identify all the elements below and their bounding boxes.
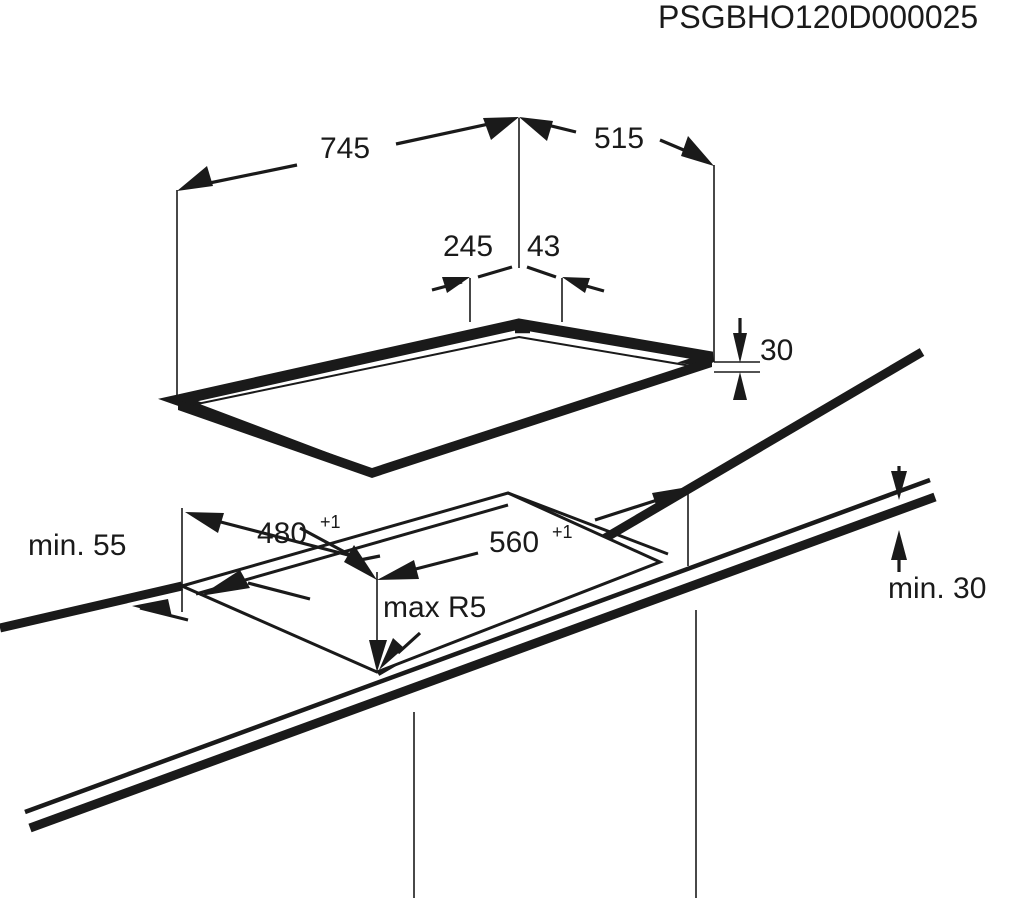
- hob-inner-surface: [196, 336, 698, 472]
- dimension-line-560-left-seg: [403, 551, 479, 574]
- dimension-label-30: 30: [760, 334, 793, 367]
- drawing-code-label: PSGBHO120D000025: [658, 0, 978, 35]
- dimension-label-min30: min. 30: [888, 572, 986, 605]
- dash-mark-right: [536, 326, 552, 335]
- arrowhead-745-right: [483, 117, 519, 140]
- arrowhead-480-right: [344, 545, 377, 580]
- arrowhead-560-right: [652, 487, 688, 511]
- arrowhead-min30-bottom: [891, 530, 907, 560]
- hob-left-side-face: [178, 400, 372, 478]
- arrowhead-min55-lower: [132, 599, 172, 617]
- dimension-tolerance-560: +1: [552, 522, 573, 542]
- dimension-label-560: 560: [489, 526, 539, 559]
- worktop-cutout: [177, 491, 664, 674]
- dash-mark-left: [493, 326, 509, 334]
- arrowhead-43: [562, 277, 590, 293]
- arrowhead-480-left: [185, 512, 224, 533]
- arrowhead-maxR5-corner: [379, 638, 404, 670]
- dimension-label-245: 245: [443, 230, 493, 263]
- worktop-top-left-edge: [0, 581, 184, 633]
- arrowhead-min30-top: [891, 471, 907, 500]
- dimension-label-maxR5: max R5: [383, 591, 486, 624]
- arrowhead-560-left: [377, 560, 419, 580]
- arrowhead-515-right: [681, 136, 714, 166]
- dimension-tolerance-480: +1: [320, 512, 341, 532]
- dimension-line-480-mid: [299, 526, 353, 558]
- arrowhead-30-top: [733, 333, 747, 363]
- arrowhead-515-left: [519, 117, 553, 141]
- dimension-line-min55: [247, 581, 311, 601]
- arrowhead-maxR5-down: [369, 640, 387, 672]
- hob-front-side-face: [372, 357, 712, 478]
- cutout-edge-right-rear: [507, 491, 669, 556]
- arrowhead-min55: [200, 570, 250, 596]
- dimension-label-43: 43: [527, 230, 560, 263]
- dimension-label-480: 480: [257, 517, 307, 550]
- dimension-line-480-left: [212, 518, 353, 558]
- arrowhead-30-bottom: [733, 372, 747, 400]
- arrowhead-245: [442, 277, 470, 293]
- worktop-front-top-edge: [24, 477, 931, 815]
- dimension-label-min55: min. 55: [28, 529, 126, 562]
- dimension-label-745: 745: [320, 132, 370, 165]
- arrowhead-745-left: [177, 166, 213, 191]
- worktop-front-bottom-edge: [28, 492, 937, 833]
- dimension-line-43-inner: [526, 265, 557, 279]
- dimension-label-515: 515: [594, 122, 644, 155]
- dimension-line-245-inner: [477, 265, 513, 279]
